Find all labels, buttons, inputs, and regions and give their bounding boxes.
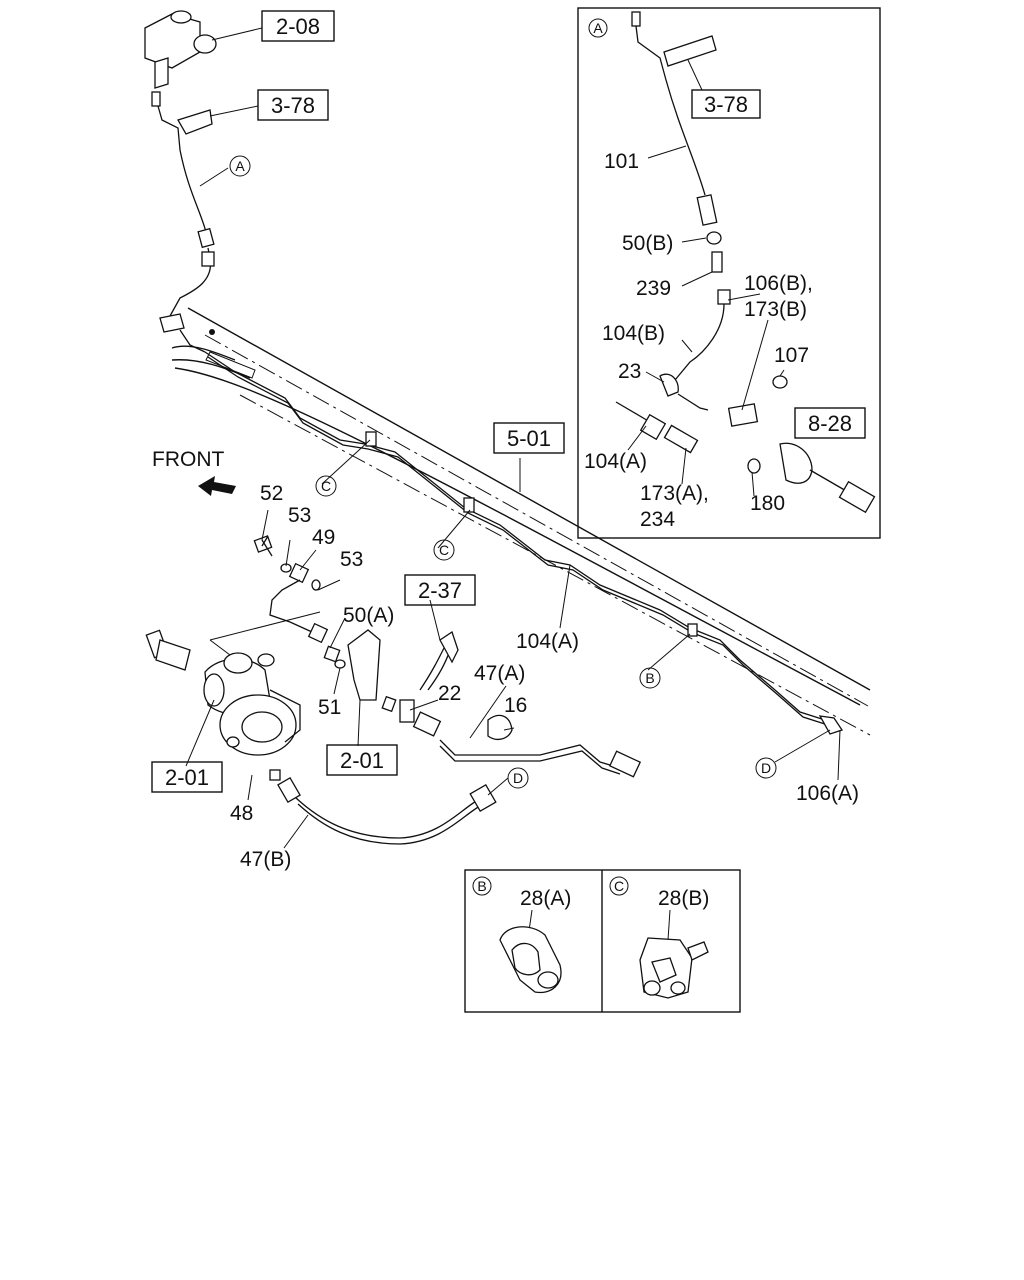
marker-b: B: [645, 670, 654, 686]
marker-d2: D: [513, 770, 523, 786]
callout-53-b: 53: [340, 548, 363, 571]
circle-markers-main: A C C B D D: [229, 155, 777, 789]
ref-box-5-01: 5-01: [507, 426, 551, 451]
pipe-clip-c1: [365, 431, 377, 447]
callout-51: 51: [318, 696, 341, 719]
callout-107: 107: [774, 344, 809, 367]
callout-53-a: 53: [288, 504, 311, 527]
small-parts-cluster: [253, 535, 346, 669]
detail-a-marker: A: [593, 20, 603, 36]
ref-box-2-37: 2-37: [418, 578, 462, 603]
hose-47b: [269, 769, 497, 845]
ref-box-2-08: 2-08: [276, 14, 320, 39]
detail-b-marker: B: [477, 878, 486, 894]
callout-173a: 173(A),: [640, 482, 709, 505]
detail-c-marker: C: [614, 878, 624, 894]
ref-box-3-78-main: 3-78: [271, 93, 315, 118]
callout-106a: 106(A): [796, 782, 859, 805]
marker-c2: C: [439, 542, 449, 558]
detail-c-label: 28(B): [658, 887, 709, 910]
marker-d1: D: [761, 760, 771, 776]
callout-104a-detail: 104(A): [584, 450, 647, 473]
pipe-clip-b: [687, 623, 698, 637]
marker-c1: C: [321, 478, 331, 494]
callout-23: 23: [618, 360, 641, 383]
main-brake-pipe-104a: [204, 351, 844, 735]
front-label: FRONT: [152, 448, 224, 471]
callout-22: 22: [438, 682, 461, 705]
ref-box-8-28: 8-28: [808, 411, 852, 436]
callout-180: 180: [750, 492, 785, 515]
frame-rail: [171, 307, 871, 736]
marker-a: A: [235, 158, 245, 174]
bracket-2-01: [347, 629, 381, 701]
callout-16: 16: [504, 694, 527, 717]
detail-bc-panels: B 28(A) C 28(B): [464, 869, 741, 1013]
leader-lines-main: [185, 27, 841, 849]
callout-104b: 104(B): [602, 322, 665, 345]
callout-173b: 173(B): [744, 298, 807, 321]
clip-28b: [639, 937, 709, 999]
callout-104a: 104(A): [516, 630, 579, 653]
callout-234: 234: [640, 508, 675, 531]
callout-50a: 50(A): [343, 604, 394, 627]
connector-106a: [818, 715, 844, 735]
front-arrow: FRONT: [152, 448, 236, 496]
ref-boxes: 2-08 3-78 5-01 2-37 2-01 2-01: [151, 10, 565, 793]
callout-106b: 106(B),: [744, 272, 813, 295]
pipe-clip-c2: [463, 497, 475, 513]
callout-47a: 47(A): [474, 662, 525, 685]
top-brake-pipe: [151, 91, 215, 353]
callout-52: 52: [260, 482, 283, 505]
callout-47b: 47(B): [240, 848, 291, 871]
master-cylinder: [144, 10, 217, 89]
ref-box-2-01-valve: 2-01: [165, 765, 209, 790]
callout-50b: 50(B): [622, 232, 673, 255]
ref-box-3-78-detail: 3-78: [704, 92, 748, 117]
valve-assembly: [145, 611, 381, 756]
detail-b-label: 28(A): [520, 887, 571, 910]
clip-28a: [499, 926, 562, 994]
callout-49: 49: [312, 526, 335, 549]
detail-a-panel: A 3-78 8-28 101: [577, 7, 881, 539]
callout-101: 101: [604, 150, 639, 173]
ref-box-2-01-bracket: 2-01: [340, 748, 384, 773]
callout-239: 239: [636, 277, 671, 300]
callout-48: 48: [230, 802, 253, 825]
hose-47a: [381, 630, 642, 778]
callouts-main: 52 53 49 53 50(A) 51 22 47(A) 16 104(A) …: [230, 482, 859, 871]
